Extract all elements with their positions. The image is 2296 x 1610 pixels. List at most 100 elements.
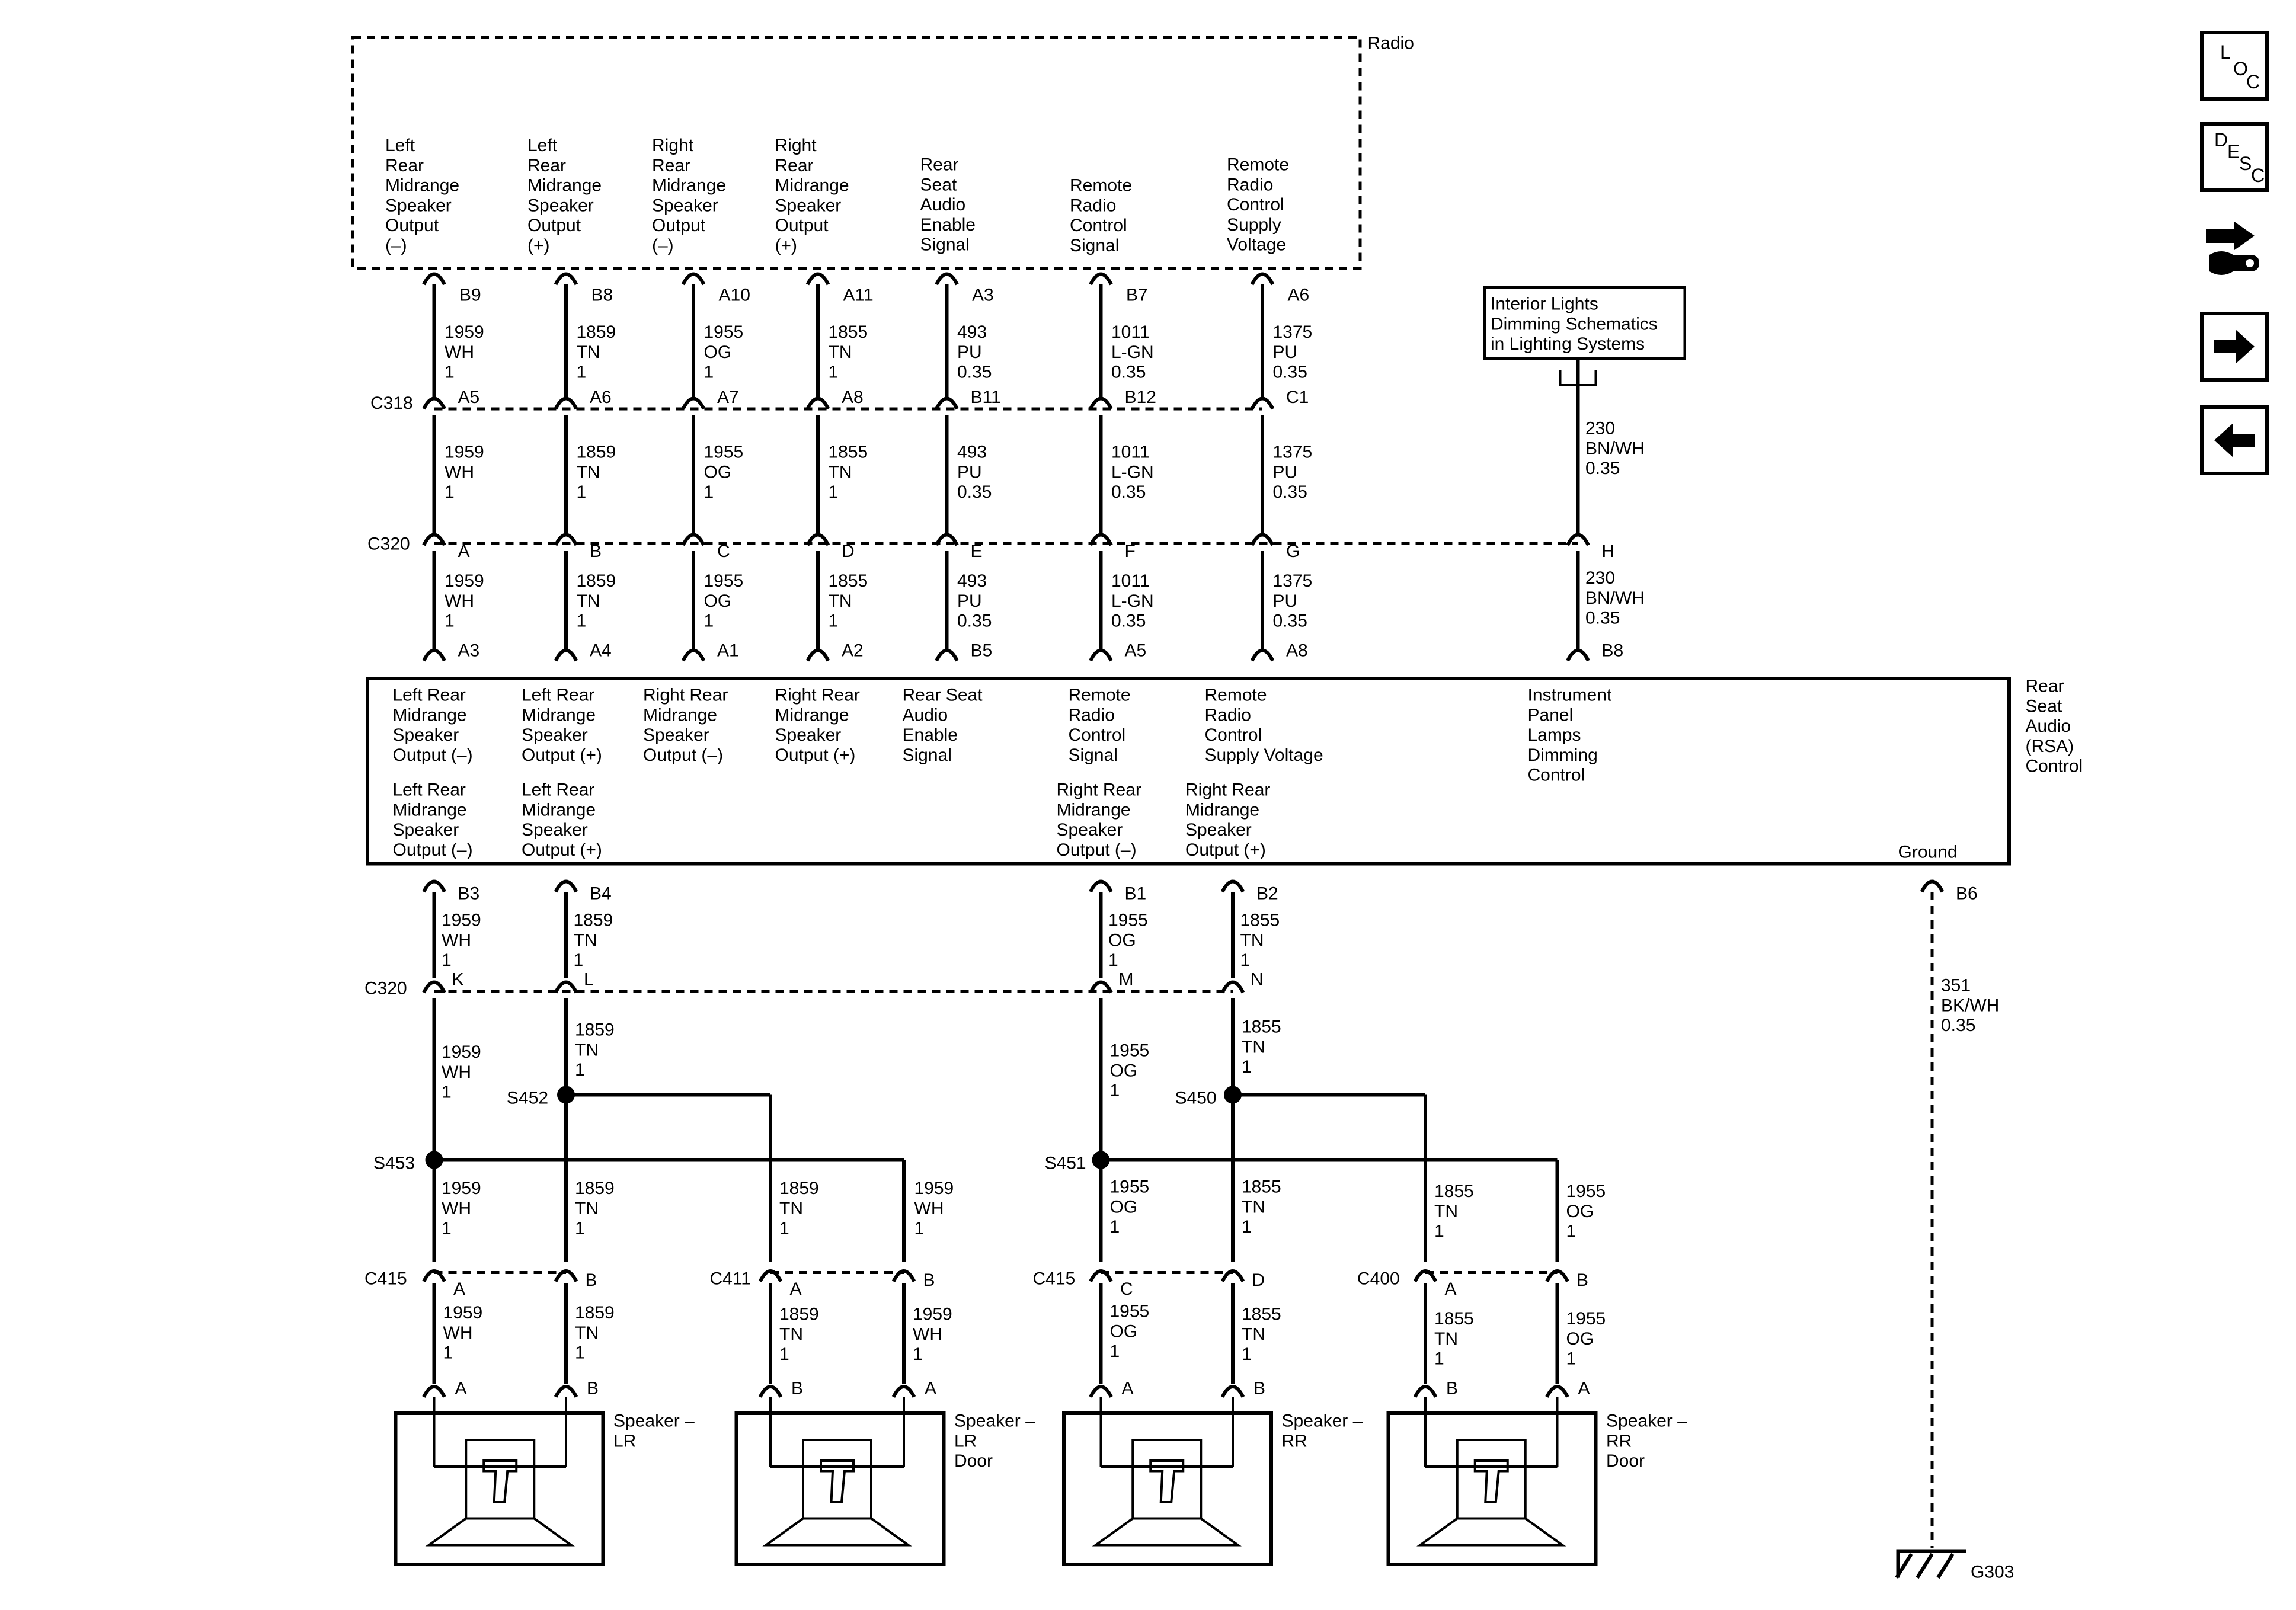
wire-spec: 1 [704, 363, 714, 382]
c320-pin: G [1286, 542, 1300, 561]
desc-letter-s: S [2239, 153, 2252, 174]
wire-spec: 1 [1110, 1342, 1120, 1361]
rsa-function-label: Speaker [522, 725, 588, 745]
speaker-magnet [802, 1439, 872, 1520]
wire-spec: WH [443, 1323, 473, 1343]
rsa-function-label: Output (+) [522, 745, 602, 765]
rsa-terminal [1566, 648, 1590, 662]
wire-spec: 1 [577, 612, 587, 631]
radio-pin-label: Control [1227, 195, 1284, 215]
wire-spec: TN [779, 1199, 803, 1218]
radio-terminal [935, 272, 959, 286]
wire-spec: 1955 [1566, 1309, 1606, 1329]
loc-button[interactable]: L O C [2200, 31, 2269, 101]
rsa-function-label: Audio [903, 705, 948, 725]
wire-spec: TN [1242, 1324, 1265, 1344]
c320-pin: M [1119, 970, 1134, 990]
connector-label: C415 [1033, 1269, 1076, 1289]
rsa-function-label: Speaker [522, 820, 588, 840]
rsa-pin: B8 [1602, 641, 1624, 661]
speaker-terminal [554, 1385, 578, 1398]
speaker-name: Door [954, 1451, 993, 1471]
wire-spec: TN [829, 343, 852, 362]
wire-spec: 0.35 [1273, 482, 1307, 502]
radio-pin-label: Speaker [652, 196, 718, 215]
wire-spec: 1 [445, 363, 455, 382]
previous-page-button[interactable] [2200, 405, 2269, 475]
wire-spec: 1 [1434, 1222, 1444, 1241]
wire-spec: WH [913, 1324, 942, 1344]
left-arrow-icon [2214, 423, 2255, 457]
wire-spec: 1 [442, 1219, 452, 1238]
wire-spec: 0.35 [957, 363, 992, 382]
rsa-terminal [1089, 648, 1113, 662]
next-page-button[interactable] [2200, 312, 2269, 382]
speaker-icon [820, 1459, 855, 1503]
speaker-terminal [1089, 1385, 1113, 1398]
wire-spec: 0.35 [957, 482, 992, 502]
wire-spec: 1 [445, 482, 455, 502]
wire-spec: 1859 [779, 1305, 819, 1324]
radio-terminal [1089, 272, 1113, 286]
wire-spec: 0.35 [1585, 459, 1620, 478]
radio-pin: A3 [972, 286, 994, 305]
wire-spec: 1955 [1566, 1182, 1606, 1201]
radio-pin-label: Voltage [1227, 235, 1286, 255]
connector-terminal [422, 1269, 446, 1282]
connector-tool-button[interactable] [2198, 213, 2266, 283]
radio-pin-label: Rear [527, 156, 566, 175]
rsa-function-label: Output (+) [522, 840, 602, 860]
wire-spec: 0.35 [1111, 612, 1146, 631]
speaker-cone [1092, 1517, 1242, 1547]
wire-spec: PU [1273, 462, 1298, 482]
wire-spec: OG [1566, 1329, 1594, 1349]
c320-pin: F [1125, 542, 1136, 561]
wire-spec: 1855 [829, 571, 868, 591]
speaker-terminal [1413, 1385, 1438, 1398]
c318-terminal [681, 396, 706, 410]
wire-spec: 1955 [1110, 1041, 1150, 1061]
wire-spec: TN [577, 591, 600, 611]
rsa-function-label: Midrange [643, 705, 717, 725]
rsa-pin: A5 [1125, 641, 1147, 661]
rsa-function-label: Midrange [393, 705, 467, 725]
ground-name: G303 [1971, 1563, 2014, 1582]
rsa-module-box [366, 677, 2011, 866]
wire-spec: TN [575, 1040, 599, 1060]
rsa-terminal [935, 648, 959, 662]
c320-terminal [1220, 980, 1245, 994]
speaker-name: Speaker – [954, 1411, 1035, 1431]
connector-terminal [891, 1269, 916, 1282]
rsa-function-label: Midrange [1185, 800, 1259, 820]
wire-spec: PU [957, 591, 982, 611]
wire-spec: TN [577, 462, 600, 482]
wire-spec: 0.35 [1585, 609, 1620, 628]
c320-pin: B [590, 542, 602, 561]
connector-pin: C [1120, 1279, 1133, 1299]
desc-button[interactable]: D E S C [2200, 122, 2269, 192]
wire-spec: 230 [1585, 568, 1615, 588]
wire-spec: WH [442, 1062, 471, 1082]
radio-terminal [805, 272, 830, 286]
c320-terminal [681, 533, 706, 546]
wire-spec: 230 [1585, 419, 1615, 438]
wire-spec: 1011 [1111, 322, 1150, 342]
wire-spec: 1 [1108, 950, 1118, 970]
rsa-function-label: Right Rear [1185, 780, 1270, 800]
rsa-function-label: Output (+) [775, 745, 856, 765]
wire-spec: 1 [442, 950, 452, 970]
rsa-terminal [422, 648, 446, 662]
rsa-function-label: Speaker [1057, 820, 1123, 840]
wire-spec: 1 [443, 1343, 453, 1363]
wire-spec: 1959 [445, 322, 484, 342]
wire-spec: 1 [575, 1343, 585, 1363]
speaker-cone [425, 1517, 575, 1547]
speaker-name: RR [1606, 1431, 1632, 1451]
wire-spec: 0.35 [1273, 363, 1307, 382]
ground-hatch [1895, 1553, 1913, 1579]
radio-pin-label: Midrange [652, 176, 726, 196]
radio-pin-label: Speaker [775, 196, 842, 215]
ground-symbol [1896, 1549, 1966, 1578]
wire-spec: 1 [779, 1345, 789, 1364]
wire-spec: TN [575, 1199, 599, 1218]
